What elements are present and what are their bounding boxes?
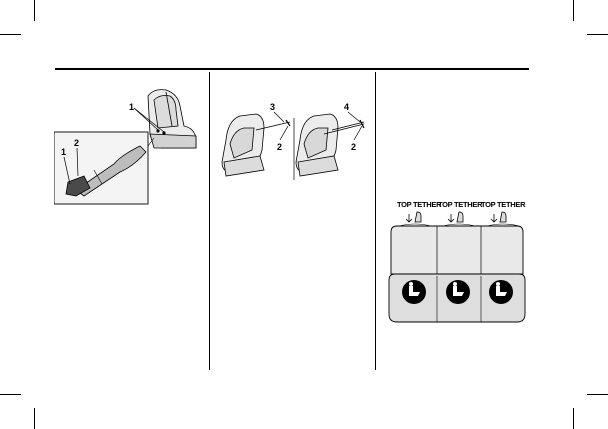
column-divider xyxy=(375,72,376,370)
child-seat-drawing xyxy=(147,89,197,149)
lower-anchor-illustration: 1 2 1 xyxy=(53,89,197,205)
seat-drawing-right xyxy=(295,113,339,177)
callout-2-middle-right: 2 xyxy=(351,142,356,152)
seat-drawing-left xyxy=(221,113,265,177)
callout-1-top: 1 xyxy=(129,102,134,112)
column-divider xyxy=(209,72,210,370)
tether-routing-illustration: 3 2 4 2 xyxy=(221,102,365,180)
seat-back xyxy=(390,225,524,275)
crop-mark xyxy=(34,0,35,21)
crop-mark xyxy=(0,34,21,35)
lower-anchor-child-seat-icon xyxy=(489,280,513,304)
top-tether-label-left: TOP TETHER xyxy=(397,200,442,209)
callout-2-middle-left: 2 xyxy=(277,142,282,152)
lower-anchor-child-seat-icon xyxy=(446,280,470,304)
header-rule xyxy=(55,68,529,70)
callout-1: 1 xyxy=(61,147,66,157)
strap-shape xyxy=(75,145,147,197)
crop-mark xyxy=(573,0,574,21)
figure-tether-routing: 3 2 4 2 xyxy=(220,100,368,180)
top-tether-icon xyxy=(405,211,422,223)
crop-mark xyxy=(34,408,35,429)
hook-shape xyxy=(65,175,91,197)
figure-lower-anchor: 1 2 1 xyxy=(53,86,206,206)
top-tether-icon xyxy=(490,211,507,223)
rear-seat-illustration xyxy=(388,211,526,323)
figure-rear-seat-anchors: TOP TETHER TOP TETHER TOP TETHER xyxy=(385,196,529,328)
crop-mark xyxy=(587,34,608,35)
top-tether-label-center: TOP TETHER xyxy=(438,200,483,209)
crop-mark xyxy=(0,394,21,395)
callout-2: 2 xyxy=(74,138,79,148)
callout-4: 4 xyxy=(344,102,349,112)
top-tether-icon xyxy=(447,211,464,223)
crop-mark xyxy=(573,408,574,429)
lower-anchor-child-seat-icon xyxy=(402,280,426,304)
top-tether-label-right: TOP TETHER xyxy=(481,200,526,209)
crop-mark xyxy=(587,394,608,395)
callout-3: 3 xyxy=(270,102,275,112)
